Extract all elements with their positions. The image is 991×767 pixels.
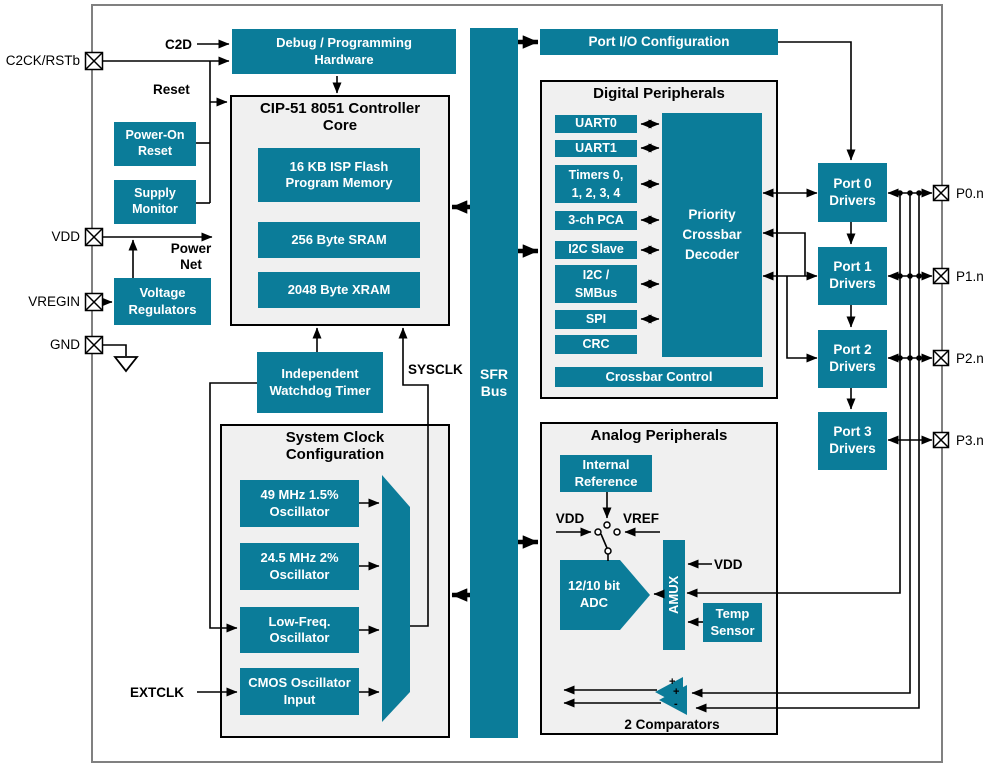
pin-label-c2ck-rstb: C2CK/RSTb	[5, 53, 80, 68]
port2-drivers-block: Port 2 Drivers	[818, 330, 887, 388]
vref-switch-label: VREF	[622, 511, 659, 526]
uart0-block: UART0	[555, 115, 637, 133]
cip-core-title: CIP-51 8051 Controller Core	[259, 100, 421, 135]
pin-label-vdd: VDD	[51, 229, 80, 244]
pin-icon-p3n	[932, 431, 950, 449]
temp-sensor-block: Temp Sensor	[703, 603, 762, 642]
pin-icon-vregin	[84, 292, 104, 312]
pin-icon-p1n	[932, 267, 950, 285]
amux-block: AMUX	[663, 540, 685, 650]
power-net-label: Power Net	[170, 241, 212, 272]
pin-label-p1n: P1.n	[956, 269, 984, 284]
reset-label: Reset	[153, 82, 190, 97]
uart1-block: UART1	[555, 140, 637, 157]
i2c-slave-block: I2C Slave	[555, 241, 637, 259]
extclk-label: EXTCLK	[130, 685, 184, 700]
pin-icon-vdd	[84, 227, 104, 247]
osc-24mhz-block: 24.5 MHz 2% Oscillator	[240, 543, 359, 590]
flash-memory-block: 16 KB ISP Flash Program Memory	[258, 148, 420, 202]
pin-label-p3n: P3.n	[956, 433, 984, 448]
system-clock-title: System Clock Configuration	[285, 429, 385, 464]
ground-icon	[113, 356, 139, 373]
osc-49mhz-block: 49 MHz 1.5% Oscillator	[240, 480, 359, 527]
port3-drivers-block: Port 3 Drivers	[818, 412, 887, 470]
pin-icon-p2n	[932, 349, 950, 367]
comparator-minus-sign: -	[674, 698, 678, 710]
sysclk-label: SYSCLK	[408, 362, 463, 377]
vdd-switch-label: VDD	[555, 511, 585, 526]
sfr-bus-bar: SFR Bus	[470, 28, 518, 738]
port-io-config-block: Port I/O Configuration	[540, 29, 778, 55]
analog-peripherals-title: Analog Peripherals	[590, 427, 728, 444]
crossbar-decoder-block: Priority Crossbar Decoder	[662, 113, 762, 357]
debug-programming-block: Debug / Programming Hardware	[232, 29, 456, 74]
spi-block: SPI	[555, 310, 637, 329]
comparator-plus-sign-2: +	[673, 686, 680, 698]
comparators-label: 2 Comparators	[624, 717, 720, 732]
xram-block: 2048 Byte XRAM	[258, 272, 420, 308]
pin-label-vregin: VREGIN	[28, 294, 80, 309]
pca-block: 3-ch PCA	[555, 211, 637, 230]
cmos-osc-input-block: CMOS Oscillator Input	[240, 668, 359, 715]
port1-drivers-block: Port 1 Drivers	[818, 247, 887, 305]
i2c-smbus-block: I2C / SMBus	[555, 265, 637, 303]
timers-block: Timers 0, 1, 2, 3, 4	[555, 165, 637, 203]
pin-label-p2n: P2.n	[956, 351, 984, 366]
crossbar-control-block: Crossbar Control	[555, 367, 763, 387]
pin-icon-p0n	[932, 184, 950, 202]
port0-drivers-block: Port 0 Drivers	[818, 163, 887, 222]
pin-icon-gnd	[84, 335, 104, 355]
power-on-reset-block: Power-On Reset	[114, 122, 196, 166]
voltage-regulators-block: Voltage Regulators	[114, 278, 211, 325]
pin-label-gnd: GND	[50, 337, 80, 352]
supply-monitor-block: Supply Monitor	[114, 180, 196, 224]
low-freq-osc-block: Low-Freq. Oscillator	[240, 607, 359, 653]
watchdog-timer-block: Independent Watchdog Timer	[257, 352, 383, 413]
crc-block: CRC	[555, 335, 637, 354]
sram-block: 256 Byte SRAM	[258, 222, 420, 258]
c2d-label: C2D	[164, 37, 192, 52]
vdd-amux-label: VDD	[714, 557, 743, 572]
internal-reference-block: Internal Reference	[560, 455, 652, 492]
pin-label-p0n: P0.n	[956, 186, 984, 201]
digital-peripherals-title: Digital Peripherals	[593, 85, 725, 102]
pin-icon-c2ck-rstb	[84, 51, 104, 71]
adc-label: 12/10 bit ADC	[567, 578, 621, 610]
